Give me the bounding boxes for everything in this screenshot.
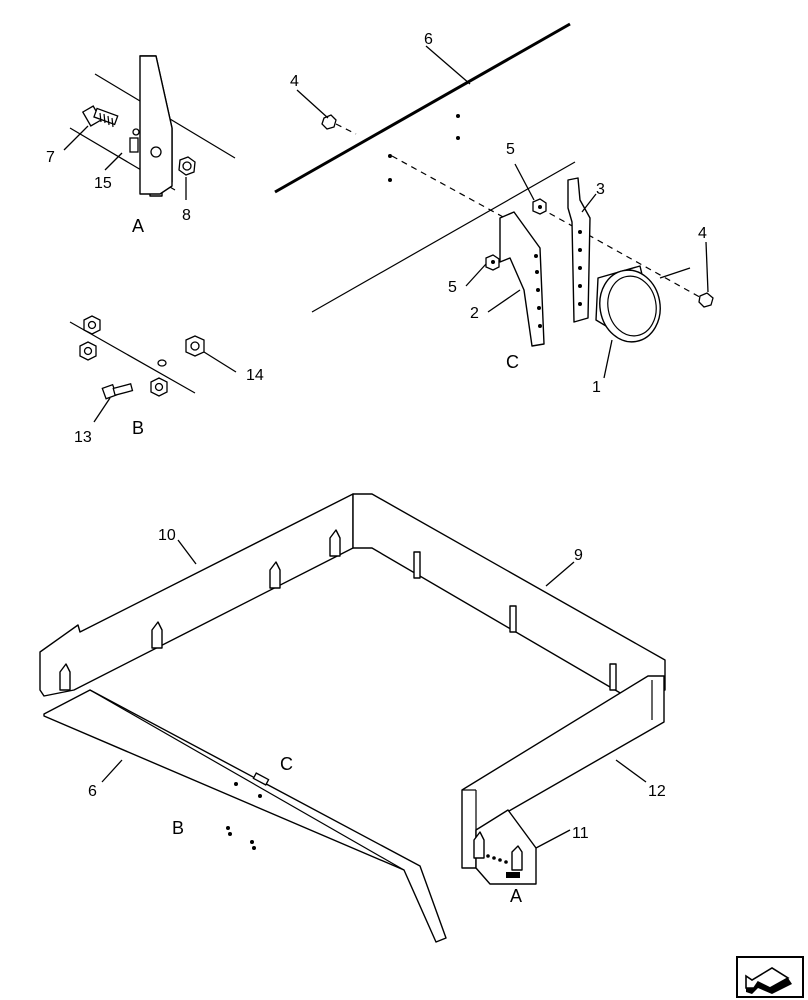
nut-5-lower — [485, 254, 500, 271]
main-label-b: B — [172, 818, 184, 838]
callout-13: 13 — [74, 429, 92, 446]
callout-11: 11 — [572, 825, 589, 842]
panel-10 — [39, 493, 354, 697]
arrow-icon — [745, 967, 792, 994]
callout-5-upper: 5 — [506, 141, 515, 158]
detail-a: 7 15 8 A — [46, 55, 236, 236]
detail-label-a: A — [132, 216, 144, 236]
bolt-7 — [81, 105, 119, 128]
bracket-edge — [129, 137, 139, 153]
detail-label-b: B — [132, 418, 144, 438]
callout-9: 9 — [574, 547, 583, 564]
callout-8: 8 — [182, 207, 191, 224]
callout-2: 2 — [470, 305, 479, 322]
mounting-tabs — [59, 529, 617, 691]
main-assembly: 10 9 6 12 11 C B A — [39, 493, 666, 943]
callout-14: 14 — [246, 367, 264, 384]
callout-5-lower: 5 — [448, 279, 457, 296]
callout-6-bottom: 6 — [88, 783, 97, 800]
bar-6-front — [43, 689, 447, 943]
work-light-1 — [595, 265, 691, 343]
bracket-2 — [499, 211, 545, 347]
callout-7: 7 — [46, 149, 55, 166]
callout-4-top: 4 — [290, 73, 299, 90]
callout-10: 10 — [158, 527, 176, 544]
panel-12 — [461, 675, 665, 869]
callout-3: 3 — [596, 181, 605, 198]
detail-b: 14 13 B — [69, 315, 264, 446]
navigation-box[interactable] — [736, 956, 804, 998]
nut-8 — [178, 156, 196, 176]
bolt-4-right — [698, 292, 714, 308]
nut — [79, 315, 205, 397]
main-label-c: C — [280, 754, 293, 774]
detail-c: 6 4 5 3 4 5 2 1 C — [274, 22, 714, 396]
panel-9 — [352, 493, 666, 695]
bracket-15 — [139, 55, 173, 195]
main-label-a: A — [510, 886, 522, 906]
bracket-hole — [150, 146, 162, 158]
bolt-13 — [101, 383, 134, 400]
detail-label-c: C — [506, 352, 519, 372]
callout-12: 12 — [648, 783, 666, 800]
nut-5-upper — [532, 198, 547, 215]
bar-6 — [274, 22, 571, 194]
callout-4-right: 4 — [698, 225, 707, 242]
callout-15: 15 — [94, 175, 112, 192]
callout-6-top: 6 — [424, 31, 433, 48]
bolt-4-top — [321, 114, 357, 135]
callout-1: 1 — [592, 379, 601, 396]
